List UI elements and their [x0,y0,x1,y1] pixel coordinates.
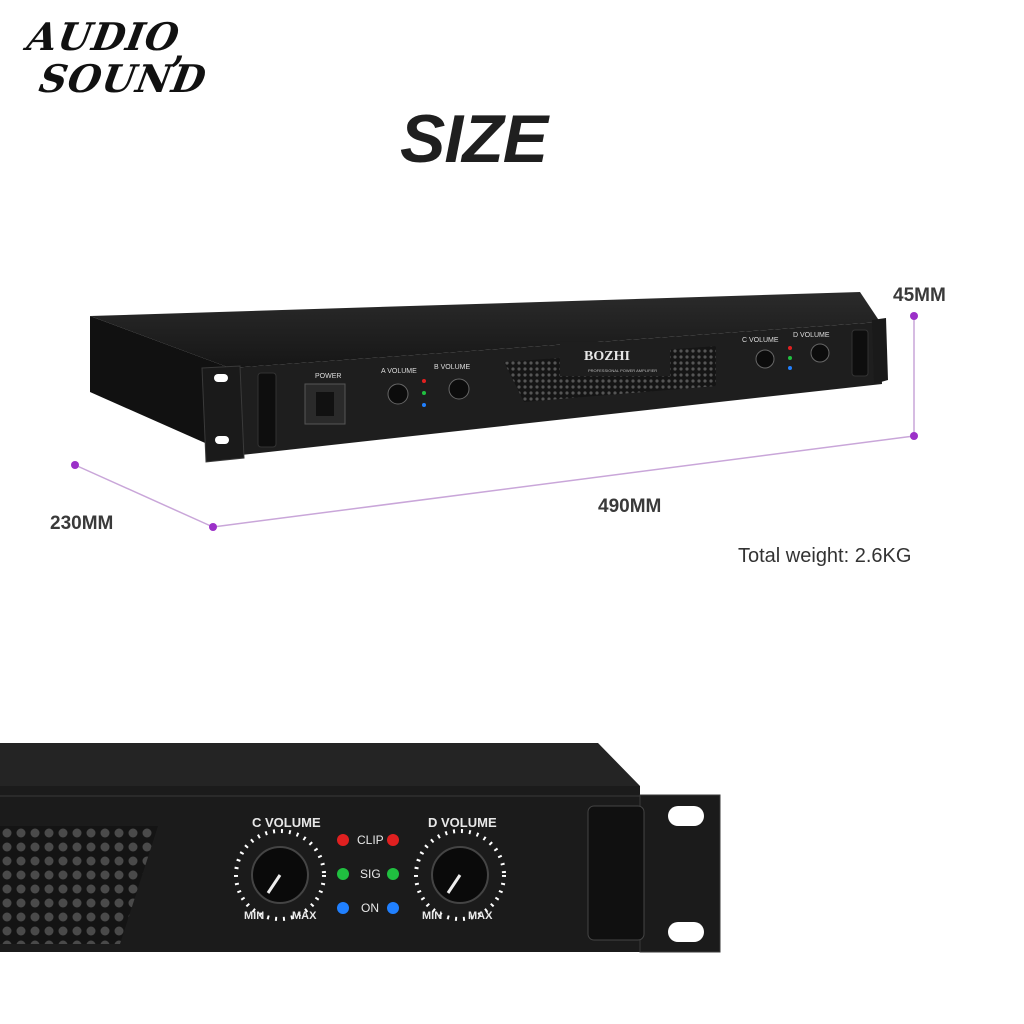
closeup-rack-slot [668,806,704,826]
a-volume-label: A VOLUME [381,368,417,375]
amp-logo: BOZHI [584,349,630,364]
brand-comma: , [172,28,185,70]
a-volume-knob [387,383,409,405]
dimension-point [209,523,217,531]
led-sig [422,391,426,395]
dimension-point [910,312,918,320]
closeup-clip-label: CLIP [357,833,384,847]
closeup-led-sig-right [387,868,399,880]
b-volume-label: B VOLUME [434,364,471,371]
depth-dimension: 230MM [50,513,114,534]
c-volume-knob [755,349,775,369]
closeup-led-clip-right [387,834,399,846]
closeup-c-max-label: MAX [292,910,317,922]
closeup-c-min-label: MIN [244,910,265,922]
closeup-led-sig-left [337,868,349,880]
closeup-led-clip-left [337,834,349,846]
closeup-d-knob-group [414,829,506,921]
amp-subtitle: PROFESSIONAL POWER AMPLIFIER [588,368,657,373]
c-volume-label: C VOLUME [742,337,779,344]
brand-plate [560,342,670,376]
power-rocker [316,392,334,416]
width-dimension: 490MM [598,496,662,517]
page-title: SIZE [400,101,548,177]
b-volume-knob [448,378,470,400]
dimension-line-width [212,435,915,528]
power-label: POWER [315,373,341,380]
closeup-led-on-left [337,902,349,914]
dimension-line-depth [74,464,214,528]
rack-ear-slot [214,374,228,382]
closeup-d-volume-label: D VOLUME [428,815,497,830]
d-volume-label: D VOLUME [793,332,830,339]
handle-right [851,329,869,377]
led-on [788,366,792,370]
closeup-front [0,786,640,952]
total-weight: Total weight: 2.6KG [738,545,912,567]
closeup-handle [587,805,645,941]
chassis-side [90,316,230,454]
dimension-point [71,461,79,469]
led-sig [788,356,792,360]
led-clip [788,346,792,350]
closeup-on-label: ON [361,901,379,915]
closeup-top [0,743,640,786]
closeup-sig-label: SIG [360,867,381,881]
closeup-d-min-label: MIN [422,910,443,922]
closeup-rack-slot [668,922,704,942]
closeup-led-on-right [387,902,399,914]
d-volume-knob [810,343,830,363]
brand-logo: AUDIO , SOUND [22,14,210,104]
handle-left [257,372,277,448]
closeup-d-max-label: MAX [468,910,493,922]
closeup-c-volume-label: C VOLUME [252,815,321,830]
rack-ear-right [872,318,888,384]
led-clip [422,379,426,383]
chassis-top [90,292,880,368]
led-on [422,403,426,407]
rack-ear-left [201,365,245,463]
rack-ear-slot [215,436,229,444]
dimension-point [910,432,918,440]
closeup-c-knob-group [234,829,326,921]
height-dimension: 45MM [893,285,946,306]
closeup-vent-grille [0,826,158,944]
